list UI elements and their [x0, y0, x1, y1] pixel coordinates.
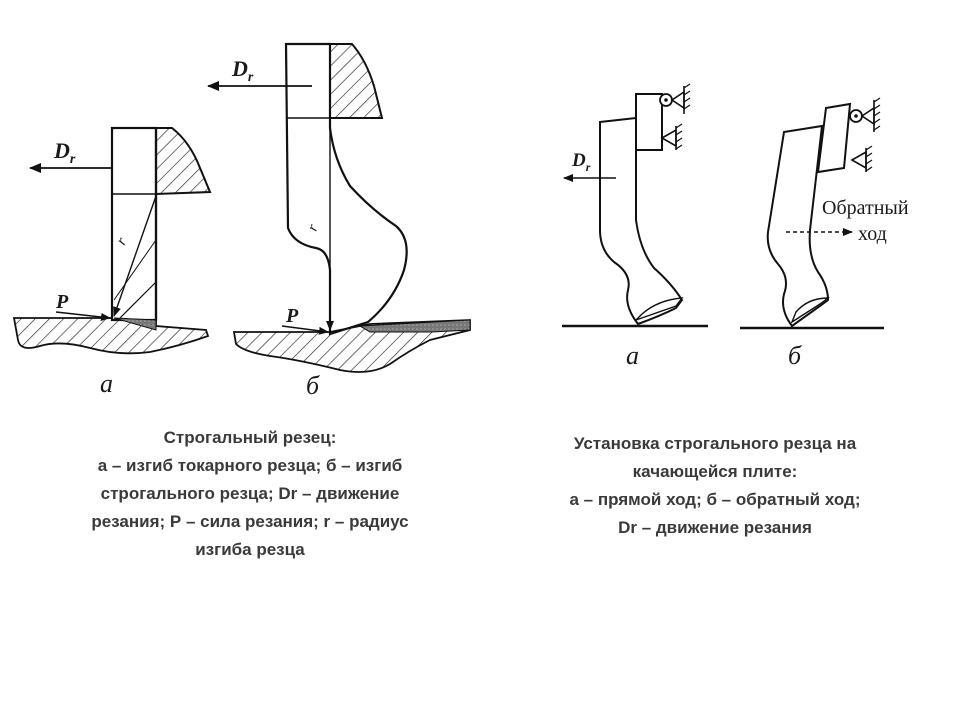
radius-label-a: r — [114, 235, 131, 248]
diagram-right-a: Dr а — [562, 83, 708, 370]
planing-tool-a — [599, 116, 684, 326]
caption-left-line: Строгальный резец: — [163, 428, 337, 447]
return-label-line1: Обратный — [822, 197, 909, 219]
caption-left-line: изгиба резца — [195, 540, 305, 559]
caption-right-line: Dr – движение резания — [618, 518, 812, 537]
caption-right-line: а – прямой ход; б – обратный ход; — [569, 490, 861, 509]
motion-label-right-a: Dr — [571, 150, 591, 174]
radius-line-a — [113, 195, 157, 317]
return-label-line2: ход — [858, 223, 887, 245]
diagram-right-b: Обратный ход б — [740, 97, 909, 370]
clapper-plate-a — [635, 93, 663, 151]
diagram-left-a: r Dr P а — [12, 126, 212, 398]
caption-left-line: а – изгиб токарного резца; б – изгиб — [97, 456, 403, 475]
caption-left-line: строгального резца; Dr – движение — [100, 484, 400, 503]
diagram-left-b: r Dr P б — [207, 42, 471, 400]
motion-label-a: Dr — [53, 138, 76, 167]
label-a-left: а — [100, 369, 113, 398]
motion-label-b: Dr — [231, 56, 254, 85]
planing-tool-b — [766, 124, 830, 328]
radius-label-b: r — [305, 222, 322, 233]
workpiece-b — [232, 319, 471, 373]
caption-left: Строгальный резец: а – изгиб токарного р… — [30, 424, 470, 564]
force-arrow-b — [281, 325, 329, 335]
tool-holder-a — [155, 127, 212, 196]
tool-holder-b — [329, 43, 384, 119]
tool-shank-b — [284, 42, 408, 336]
caption-right-line: Установка строгального резца на — [573, 434, 857, 453]
caption-right: Установка строгального резца на качающей… — [500, 430, 930, 542]
workpiece-a — [12, 317, 210, 355]
force-label-a: P — [55, 291, 69, 313]
caption-left-line: резания; Р – сила резания; r – радиус — [91, 512, 409, 531]
label-a-right: а — [626, 341, 639, 370]
force-arrow-a — [55, 311, 111, 321]
label-b-right: б — [788, 341, 802, 370]
caption-right-line: качающейся плите: — [632, 462, 798, 481]
tool-shank-a — [110, 126, 158, 322]
clapper-plate-b — [816, 102, 852, 174]
label-b-left: б — [306, 371, 320, 400]
force-label-b: P — [285, 305, 299, 327]
